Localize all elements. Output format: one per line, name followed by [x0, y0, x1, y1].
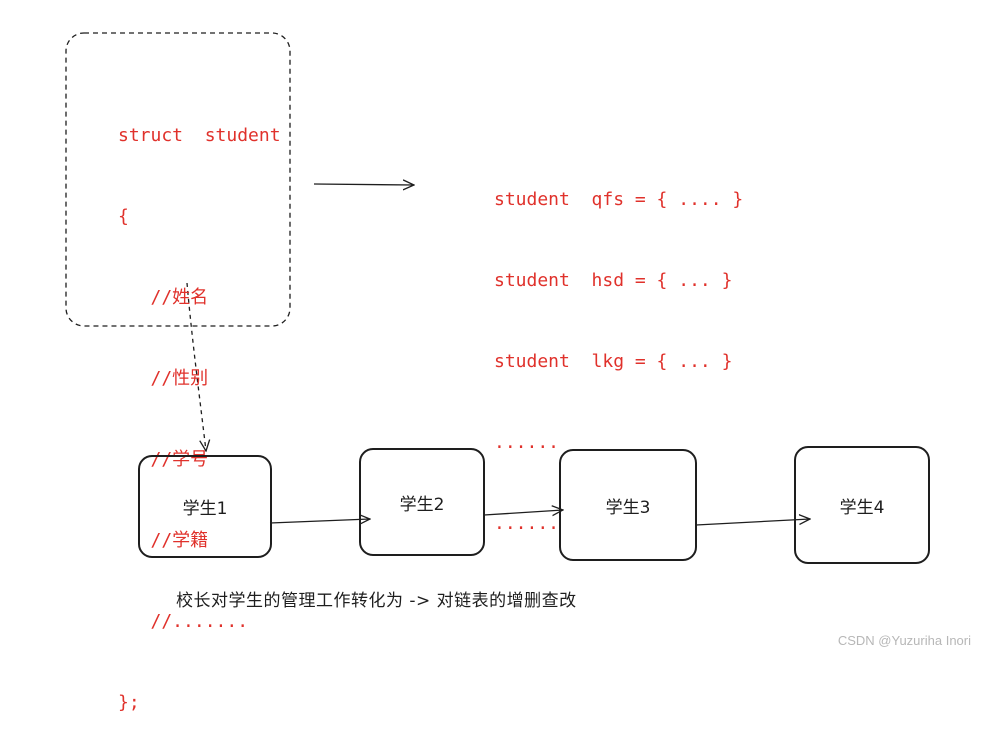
code-line: //.......: [118, 611, 249, 632]
code-line: //学号: [118, 449, 209, 470]
list-node-student-2: 学生2: [359, 448, 485, 556]
code-line: student lkg = { ... }: [494, 351, 733, 372]
instance-declarations-code: student qfs = { .... } student hsd = { .…: [494, 132, 743, 564]
node-label: 学生1: [182, 499, 228, 519]
diagram-canvas: [65, 32, 981, 526]
node-label: 学生2: [399, 494, 445, 515]
diagram-caption: 校长对学生的管理工作转化为 -> 对链表的增删查改: [176, 591, 577, 611]
code-line: //姓名: [118, 287, 209, 308]
node-label: 学生3: [605, 497, 651, 518]
code-line: //学籍: [118, 530, 209, 551]
code-line: struct student: [118, 125, 281, 146]
code-line: student hsd = { ... }: [494, 270, 733, 291]
code-line: //性别: [118, 368, 209, 389]
code-line: ......: [494, 513, 560, 534]
code-line: };: [118, 692, 140, 713]
arrow-node2-to-node3: [483, 510, 563, 515]
list-node-student-1: 学生1: [138, 455, 272, 558]
watermark: CSDN @Yuzuriha Inori: [837, 633, 971, 648]
node-label: 学生4: [839, 497, 885, 518]
struct-dashed-box: [65, 32, 291, 327]
arrow-node1-to-node2: [269, 519, 370, 523]
code-line: ......: [494, 432, 560, 453]
list-node-student-3: 学生3: [559, 449, 697, 561]
arrow-node3-to-node4: [695, 519, 810, 526]
code-line: student qfs = { .... }: [494, 189, 744, 210]
arrow-struct-to-instances: [313, 184, 414, 185]
code-line: {: [118, 206, 129, 227]
list-node-student-4: 学生4: [794, 446, 930, 564]
struct-definition-code: struct student { //姓名 //性别 //学号 //学籍 //.…: [118, 68, 281, 743]
